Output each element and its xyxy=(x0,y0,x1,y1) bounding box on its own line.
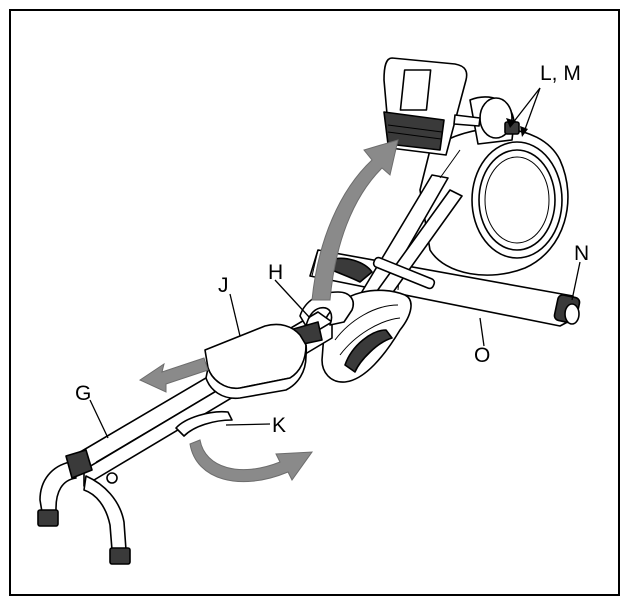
label-h: H xyxy=(268,261,283,284)
motion-arrows xyxy=(138,139,399,483)
seat xyxy=(204,323,308,400)
label-n: N xyxy=(574,242,589,265)
console-fold-arrow xyxy=(311,139,399,301)
front-legs xyxy=(37,449,131,565)
console-display xyxy=(383,57,481,156)
release-handle xyxy=(175,410,233,437)
leader-lines xyxy=(89,87,581,439)
label-j: J xyxy=(218,274,229,297)
seat-slide-arrow xyxy=(138,357,209,393)
label-g: G xyxy=(75,382,91,405)
label-o: O xyxy=(474,344,490,367)
label-k: K xyxy=(272,414,286,437)
label-l-m: L, M xyxy=(540,62,581,85)
rotate-arrow xyxy=(189,439,314,483)
flywheel-housing xyxy=(419,96,569,276)
figure-border xyxy=(9,9,620,596)
